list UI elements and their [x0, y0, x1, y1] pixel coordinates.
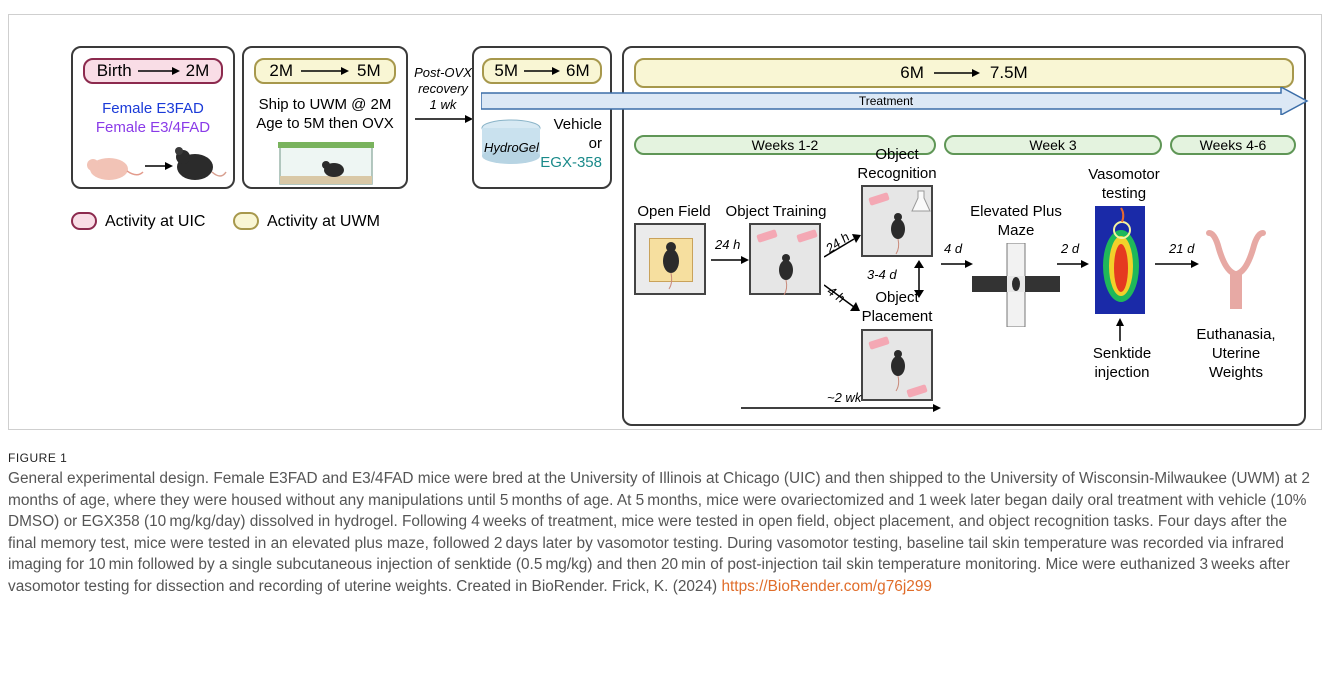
phase-treatment-start-box: 5M 6M HydroGel Vehicle or EGX-358 — [472, 46, 612, 189]
senktide-label-2: injection — [1094, 364, 1150, 381]
object-placement-label-1: Object — [875, 289, 919, 306]
phase-treatment-start-to: 6M — [566, 61, 590, 80]
interval-4d: 4 d — [944, 241, 963, 256]
phase-birth-box: Birth 2M Female E3FAD Female E3/4FAD — [71, 46, 235, 189]
recovery-label-1: Post-OVX — [414, 65, 472, 80]
legend-uic-label: Activity at UIC — [105, 213, 206, 230]
week-1-2-label: Weeks 1-2 — [751, 137, 819, 153]
object-training-label: Object Training — [725, 203, 827, 220]
phase-treatment-start-pill: 5M 6M — [482, 58, 602, 84]
legend-uic-swatch — [71, 212, 97, 230]
arrow-up-icon — [1116, 318, 1124, 341]
arrow-right-icon — [415, 115, 473, 123]
object-recognition-label-2: Recognition — [857, 165, 937, 182]
object-recognition-arena — [861, 185, 933, 257]
ship-line2: Age to 5M then OVX — [256, 115, 394, 132]
interval-2d: 2 d — [1061, 241, 1080, 256]
arrow-right-icon — [1155, 260, 1199, 268]
week-3-pill: Week 3 — [944, 135, 1162, 155]
arrow-down-right-icon — [824, 284, 860, 311]
arrow-right-icon — [1057, 260, 1089, 268]
arrow-right-icon — [941, 260, 973, 268]
object-training-arena — [749, 223, 821, 296]
week-4-6-label: Weeks 4-6 — [1199, 137, 1267, 153]
mouse-icon — [779, 254, 793, 296]
arrow-right-icon — [933, 69, 980, 77]
phase-birth-pill: Birth 2M — [83, 58, 223, 84]
phase-ship-box: 2M 5M Ship to UWM @ 2M Age to 5M then OV… — [242, 46, 408, 189]
double-arrow-icon — [914, 260, 924, 298]
euthanasia-label-3: Weights — [1209, 364, 1263, 381]
mouse-growth-icon — [87, 147, 227, 180]
flask-icon — [911, 190, 931, 212]
week-3-label: Week 3 — [1029, 137, 1077, 153]
phase-birth-to: 2M — [185, 61, 210, 80]
phase-testing-to: 7.5M — [989, 63, 1028, 82]
arrow-right-icon — [711, 256, 749, 264]
phase-ship-pill: 2M 5M — [254, 58, 396, 84]
object-placement-label-2: Placement — [861, 308, 933, 325]
plus-maze-icon — [972, 243, 1060, 327]
arrow-right-icon — [137, 67, 180, 75]
hydrogel-label: HydroGel — [484, 140, 539, 155]
phase-testing-from: 6M — [900, 63, 924, 82]
interval-24h-a: 24 h — [715, 237, 741, 252]
figure-label: FIGURE 1 — [8, 451, 68, 465]
egx-label: EGX-358 — [540, 154, 602, 171]
strain-e34fad: Female E3/4FAD — [95, 119, 211, 136]
object-placement-arena — [861, 329, 933, 401]
hydrogel-cup-icon — [481, 119, 541, 164]
interval-3-4d: 3-4 d — [867, 267, 897, 282]
mouse-icon — [891, 213, 905, 255]
figure-caption: General experimental design. Female E3FA… — [8, 468, 1318, 598]
figure-panel: Birth 2M Female E3FAD Female E3/4FAD 2M … — [8, 14, 1322, 430]
vehicle-label: Vehicle — [553, 116, 602, 133]
uterus-icon — [1206, 230, 1266, 309]
open-field-label: Open Field — [637, 203, 711, 220]
thermal-image-icon — [1095, 206, 1145, 314]
mouse-icon — [891, 350, 905, 392]
phase-testing-pill: 6M 7.5M — [634, 58, 1294, 88]
vasomotor-label-1: Vasomotor — [1088, 166, 1160, 183]
arrow-up-right-icon — [824, 234, 861, 258]
interval-21d: 21 d — [1169, 241, 1195, 256]
phase-birth-from: Birth — [96, 61, 132, 80]
week-1-2-pill: Weeks 1-2 — [634, 135, 936, 155]
phase-ship-from: 2M — [269, 61, 293, 80]
caption-text: General experimental design. Female E3FA… — [8, 470, 1314, 595]
vasomotor-label-2: testing — [1101, 185, 1147, 202]
ship-line1: Ship to UWM @ 2M — [258, 96, 392, 113]
euthanasia-label-1: Euthanasia, — [1196, 326, 1276, 343]
or-label: or — [588, 135, 602, 152]
object-recognition-label-1: Object — [875, 146, 919, 163]
euthanasia-label-2: Uterine — [1211, 345, 1261, 362]
mouse-icon — [663, 242, 679, 290]
arrow-right-icon — [741, 404, 941, 412]
treatment-label: Treatment — [858, 94, 914, 108]
interval-2wk: ~2 wk — [827, 390, 862, 405]
legend-uwm-label: Activity at UWM — [267, 213, 380, 230]
senktide-label-1: Senktide — [1092, 345, 1152, 362]
treatment-arrow — [481, 87, 1309, 115]
recovery-label-3: 1 wk — [429, 97, 457, 112]
epm-label-2: Maze — [997, 222, 1035, 239]
cage-icon — [278, 142, 374, 185]
strain-e3fad: Female E3FAD — [102, 100, 204, 117]
arrow-right-icon — [524, 67, 560, 75]
open-field-arena — [634, 223, 706, 295]
week-4-6-pill: Weeks 4-6 — [1170, 135, 1296, 155]
phase-ship-to: 5M — [357, 61, 381, 80]
epm-label-1: Elevated Plus — [970, 203, 1062, 220]
legend-uwm-swatch — [233, 212, 259, 230]
biorender-link[interactable]: https://BioRender.com/g76j299 — [721, 577, 932, 595]
arrow-right-icon — [301, 67, 349, 75]
phase-treatment-start-from: 5M — [494, 61, 518, 80]
recovery-label-2: recovery — [418, 81, 468, 96]
